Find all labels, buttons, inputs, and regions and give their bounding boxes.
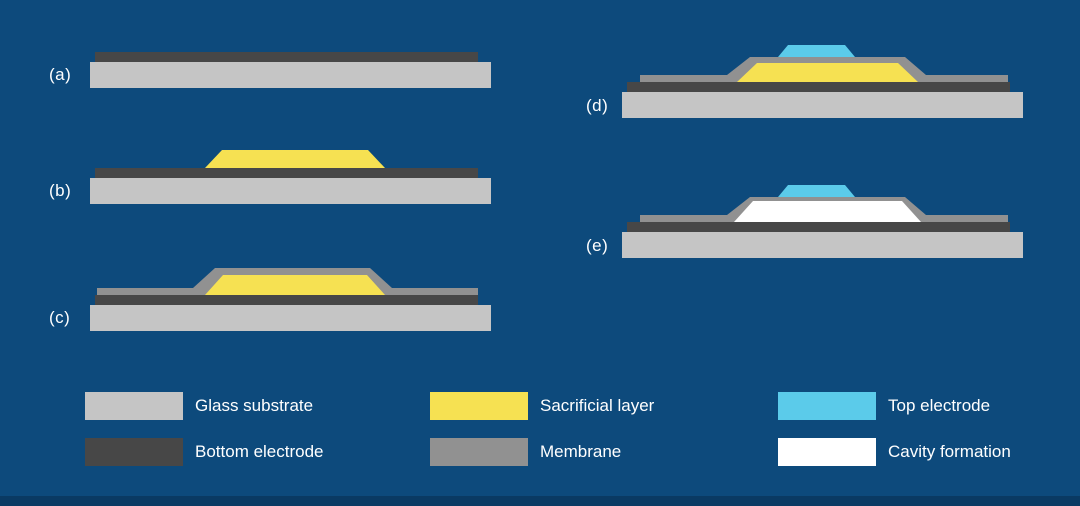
bottom-accent-bar — [0, 496, 1080, 506]
panel-label-d: (d) — [586, 96, 609, 115]
legend-item-glass-substrate: Glass substrate — [85, 392, 313, 420]
legend-label-top-electrode: Top electrode — [888, 396, 991, 415]
legend-label-cavity-formation: Cavity formation — [888, 442, 1011, 461]
legend-label-bottom-electrode: Bottom electrode — [195, 442, 324, 461]
legend-label-sacrificial-layer: Sacrificial layer — [540, 396, 655, 415]
legend-label-membrane: Membrane — [540, 442, 622, 461]
legend-swatch-sacrificial-layer — [430, 392, 528, 420]
legend-item-membrane: Membrane — [430, 438, 621, 466]
legend-swatch-membrane — [430, 438, 528, 466]
sacrificial-layer — [205, 275, 385, 295]
legend-swatch-top-electrode — [778, 392, 876, 420]
glass-substrate-layer — [622, 232, 1023, 258]
legend-item-sacrificial-layer: Sacrificial layer — [430, 392, 654, 420]
glass-substrate-layer — [90, 305, 491, 331]
legend-swatch-glass-substrate — [85, 392, 183, 420]
panel-d-diagram — [622, 45, 1023, 118]
legend-item-cavity-formation: Cavity formation — [778, 438, 1011, 466]
panel-c-diagram — [90, 268, 491, 331]
top-electrode-layer — [778, 45, 855, 57]
legend-item-bottom-electrode: Bottom electrode — [85, 438, 324, 466]
glass-substrate-layer — [622, 92, 1023, 118]
sacrificial-layer — [205, 150, 385, 168]
panel-label-c: (c) — [49, 308, 71, 327]
bottom-electrode-layer — [627, 222, 1010, 232]
panel-label-b: (b) — [49, 181, 72, 200]
bottom-electrode-layer — [627, 82, 1010, 92]
cavity-layer — [734, 201, 921, 222]
bottom-electrode-layer — [95, 295, 478, 305]
legend-item-top-electrode: Top electrode — [778, 392, 990, 420]
sacrificial-layer — [737, 63, 918, 82]
legend-label-glass-substrate: Glass substrate — [195, 396, 314, 415]
panel-a-diagram — [90, 52, 491, 88]
legend-swatch-cavity-formation — [778, 438, 876, 466]
panel-label-e: (e) — [586, 236, 609, 255]
panel-b-diagram — [90, 150, 491, 204]
panel-e-diagram — [622, 185, 1023, 258]
glass-substrate-layer — [90, 62, 491, 88]
glass-substrate-layer — [90, 178, 491, 204]
legend-swatch-bottom-electrode — [85, 438, 183, 466]
panel-label-a: (a) — [49, 65, 72, 84]
bottom-electrode-layer — [95, 52, 478, 62]
bottom-electrode-layer — [95, 168, 478, 178]
top-electrode-layer — [778, 185, 855, 197]
